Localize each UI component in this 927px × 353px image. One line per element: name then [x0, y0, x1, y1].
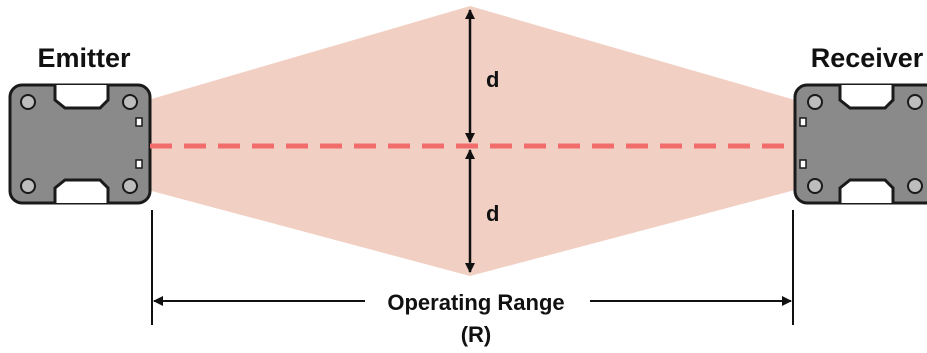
emitter-label: Emitter — [37, 43, 131, 73]
emitter-device — [8, 83, 152, 205]
d-upper-label: d — [486, 67, 499, 92]
receiver-label: Receiver — [811, 43, 924, 73]
beam-spread-area — [148, 6, 795, 276]
receiver-device — [793, 83, 927, 205]
d-lower-label: d — [486, 201, 499, 226]
operating-range-label: Operating Range — [387, 290, 564, 315]
operating-range-symbol: (R) — [461, 322, 492, 347]
